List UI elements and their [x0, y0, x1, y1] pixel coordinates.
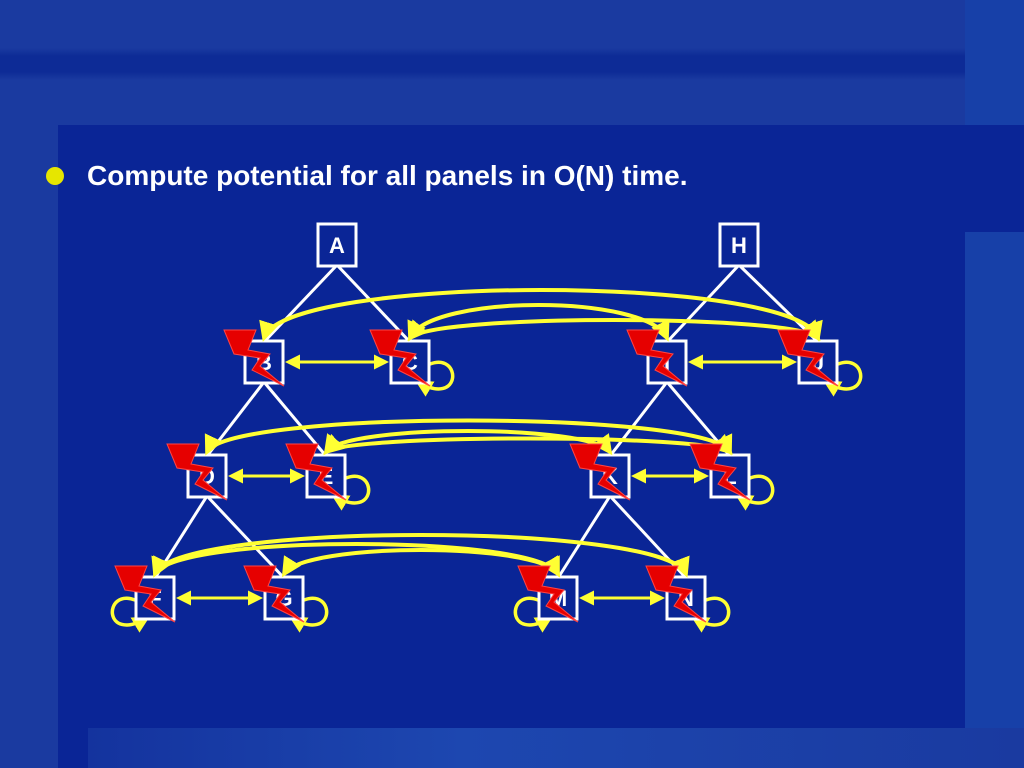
bullet-dot-icon: [46, 167, 64, 185]
node-e: E: [305, 453, 347, 499]
lightning-bolt-f-icon: [114, 565, 176, 623]
cross-arc-e-l: [323, 433, 733, 455]
bolts: [114, 329, 839, 623]
node-i: I: [646, 339, 688, 385]
title-band: [0, 0, 965, 125]
self-loop-e-icon: [330, 474, 371, 511]
tree-edge-k-m: [556, 495, 612, 579]
node-j: J: [797, 339, 839, 385]
self-loop-n-icon: [690, 596, 731, 633]
node-label-h: H: [731, 233, 747, 258]
lightning-bolt-g-icon: [243, 565, 305, 623]
lightning-bolt-j-icon: [777, 329, 839, 387]
title-band-corner: [965, 0, 1024, 125]
node-d: D: [186, 453, 228, 499]
self-loop-j-icon: [822, 360, 863, 397]
self-loop-m-icon: [513, 596, 554, 633]
node-n: N: [665, 575, 707, 621]
lightning-bolt-c-icon: [369, 329, 431, 387]
right-decor-strip: [965, 232, 1024, 728]
node-l: L: [709, 453, 751, 499]
node-label-a: A: [329, 233, 345, 258]
node-g: G: [263, 575, 305, 621]
node-k: K: [589, 453, 631, 499]
lightning-bolt-k-icon: [569, 443, 631, 501]
cross-tree-arcs: [151, 288, 823, 578]
cross-arc-g-m: [281, 548, 561, 578]
node-c: C: [389, 339, 431, 385]
self-loop-g-icon: [288, 596, 329, 633]
lightning-bolt-e-icon: [285, 443, 347, 501]
self-loop-l-icon: [734, 474, 775, 511]
lightning-bolt-l-icon: [689, 443, 751, 501]
lightning-bolt-d-icon: [166, 443, 228, 501]
cross-arc-e-k: [323, 429, 613, 456]
lightning-bolt-n-icon: [645, 565, 707, 623]
lightning-bolt-m-icon: [517, 565, 579, 623]
self-loop-f-icon: [110, 596, 151, 633]
node-h: H: [718, 222, 760, 268]
lightning-bolt-b-icon: [223, 329, 285, 387]
node-b: B: [243, 339, 285, 385]
bullet-text: Compute potential for all panels in O(N)…: [87, 160, 688, 191]
self-loop-c-icon: [414, 360, 455, 397]
node-a: A: [316, 222, 358, 268]
node-m: M: [537, 575, 579, 621]
cross-arc-f-n: [151, 533, 690, 578]
bottom-decor-band: [88, 728, 1024, 768]
left-decor-strip: [0, 125, 58, 768]
sibling-arrows: [176, 354, 797, 606]
cross-arc-c-j: [407, 318, 821, 342]
cross-arc-b-j: [259, 288, 823, 342]
cross-arc-f-m: [153, 542, 560, 578]
cross-arc-d-l: [205, 418, 732, 456]
lightning-bolt-i-icon: [626, 329, 688, 387]
tree-edge-a-b: [262, 263, 339, 344]
node-label-i: I: [664, 350, 670, 375]
node-f: F: [134, 575, 176, 621]
tree-edge-i-k: [608, 381, 669, 457]
self-loops: [110, 360, 863, 633]
